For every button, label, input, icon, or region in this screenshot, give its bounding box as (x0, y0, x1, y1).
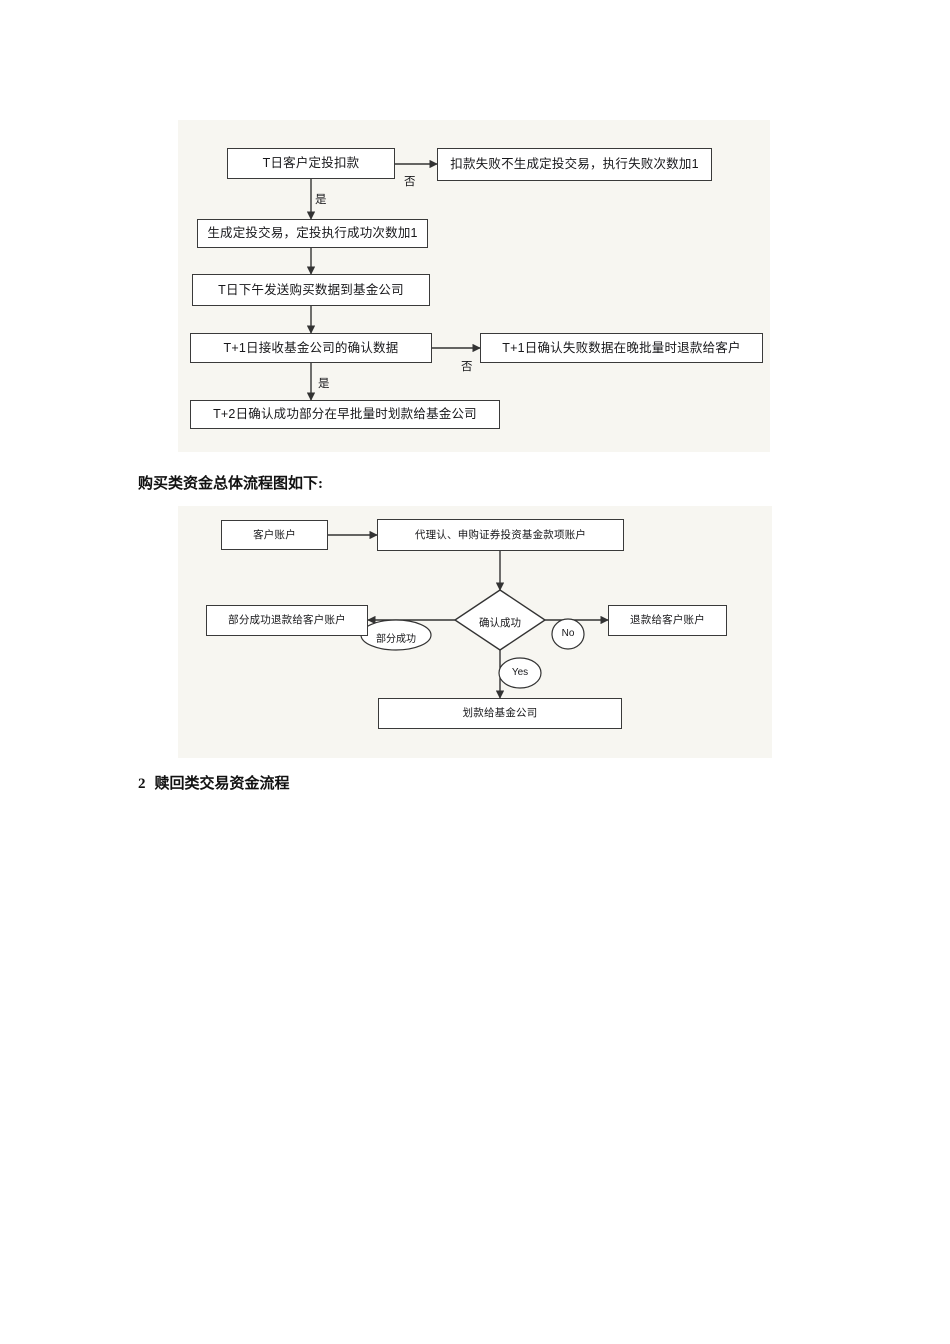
flowchart-panel-purchase-funds: 客户账户 代理认、申购证券投资基金款项账户 部分成功退款给客户账户 退款给客户账… (178, 506, 772, 758)
decision-label-confirm-success: 确认成功 (479, 617, 521, 629)
flow-node-partial-success-refund[interactable]: 部分成功退款给客户账户 (206, 605, 368, 636)
flowchart-2-connectors (328, 530, 609, 699)
flow-node-create-transaction[interactable]: 生成定投交易，定投执行成功次数加1 (197, 219, 428, 248)
section-number: 2 (138, 776, 146, 792)
edge-pill-yes (498, 657, 542, 689)
edge-label-no-2: 否 (461, 361, 473, 373)
flow-node-send-purchase-data[interactable]: T日下午发送购买数据到基金公司 (192, 274, 430, 306)
edge-label-no: No (561, 628, 575, 639)
flow-node-transfer-to-fund-company-2[interactable]: 划款给基金公司 (378, 698, 622, 729)
flowchart-panel-scheduled-investment: T日客户定投扣款 扣款失败不生成定投交易，执行失败次数加1 生成定投交易，定投执… (178, 120, 770, 452)
decision-diamond-confirm-success (453, 589, 547, 651)
edge-label-no-1: 否 (404, 176, 416, 188)
flow-node-refund-to-customer[interactable]: 退款给客户账户 (608, 605, 727, 636)
edge-label-yes-2: 是 (318, 378, 330, 390)
flowchart-1-connectors (306, 159, 481, 401)
flow-node-fund-subscription-account[interactable]: 代理认、申购证券投资基金款项账户 (377, 519, 624, 551)
edge-pill-no (551, 618, 585, 650)
flow-node-t-day-deduction[interactable]: T日客户定投扣款 (227, 148, 395, 179)
section-heading-redemption-flow: 2 赎回类交易资金流程 (138, 772, 290, 793)
edge-label-partial-success: 部分成功 (376, 634, 416, 645)
section-heading-purchase-flow: 购买类资金总体流程图如下: (138, 476, 323, 492)
edge-label-yes: Yes (511, 667, 529, 678)
flow-node-transfer-to-fund-company[interactable]: T+2日确认成功部分在早批量时划款给基金公司 (190, 400, 500, 429)
flow-node-deduction-failed[interactable]: 扣款失败不生成定投交易，执行失败次数加1 (437, 148, 712, 181)
flow-node-customer-account[interactable]: 客户账户 (221, 520, 328, 550)
edge-label-yes-1: 是 (315, 194, 327, 206)
section-title: 赎回类交易资金流程 (154, 776, 290, 792)
flow-node-receive-confirmation[interactable]: T+1日接收基金公司的确认数据 (190, 333, 432, 363)
flow-node-confirm-failed-refund[interactable]: T+1日确认失败数据在晚批量时退款给客户 (480, 333, 763, 363)
